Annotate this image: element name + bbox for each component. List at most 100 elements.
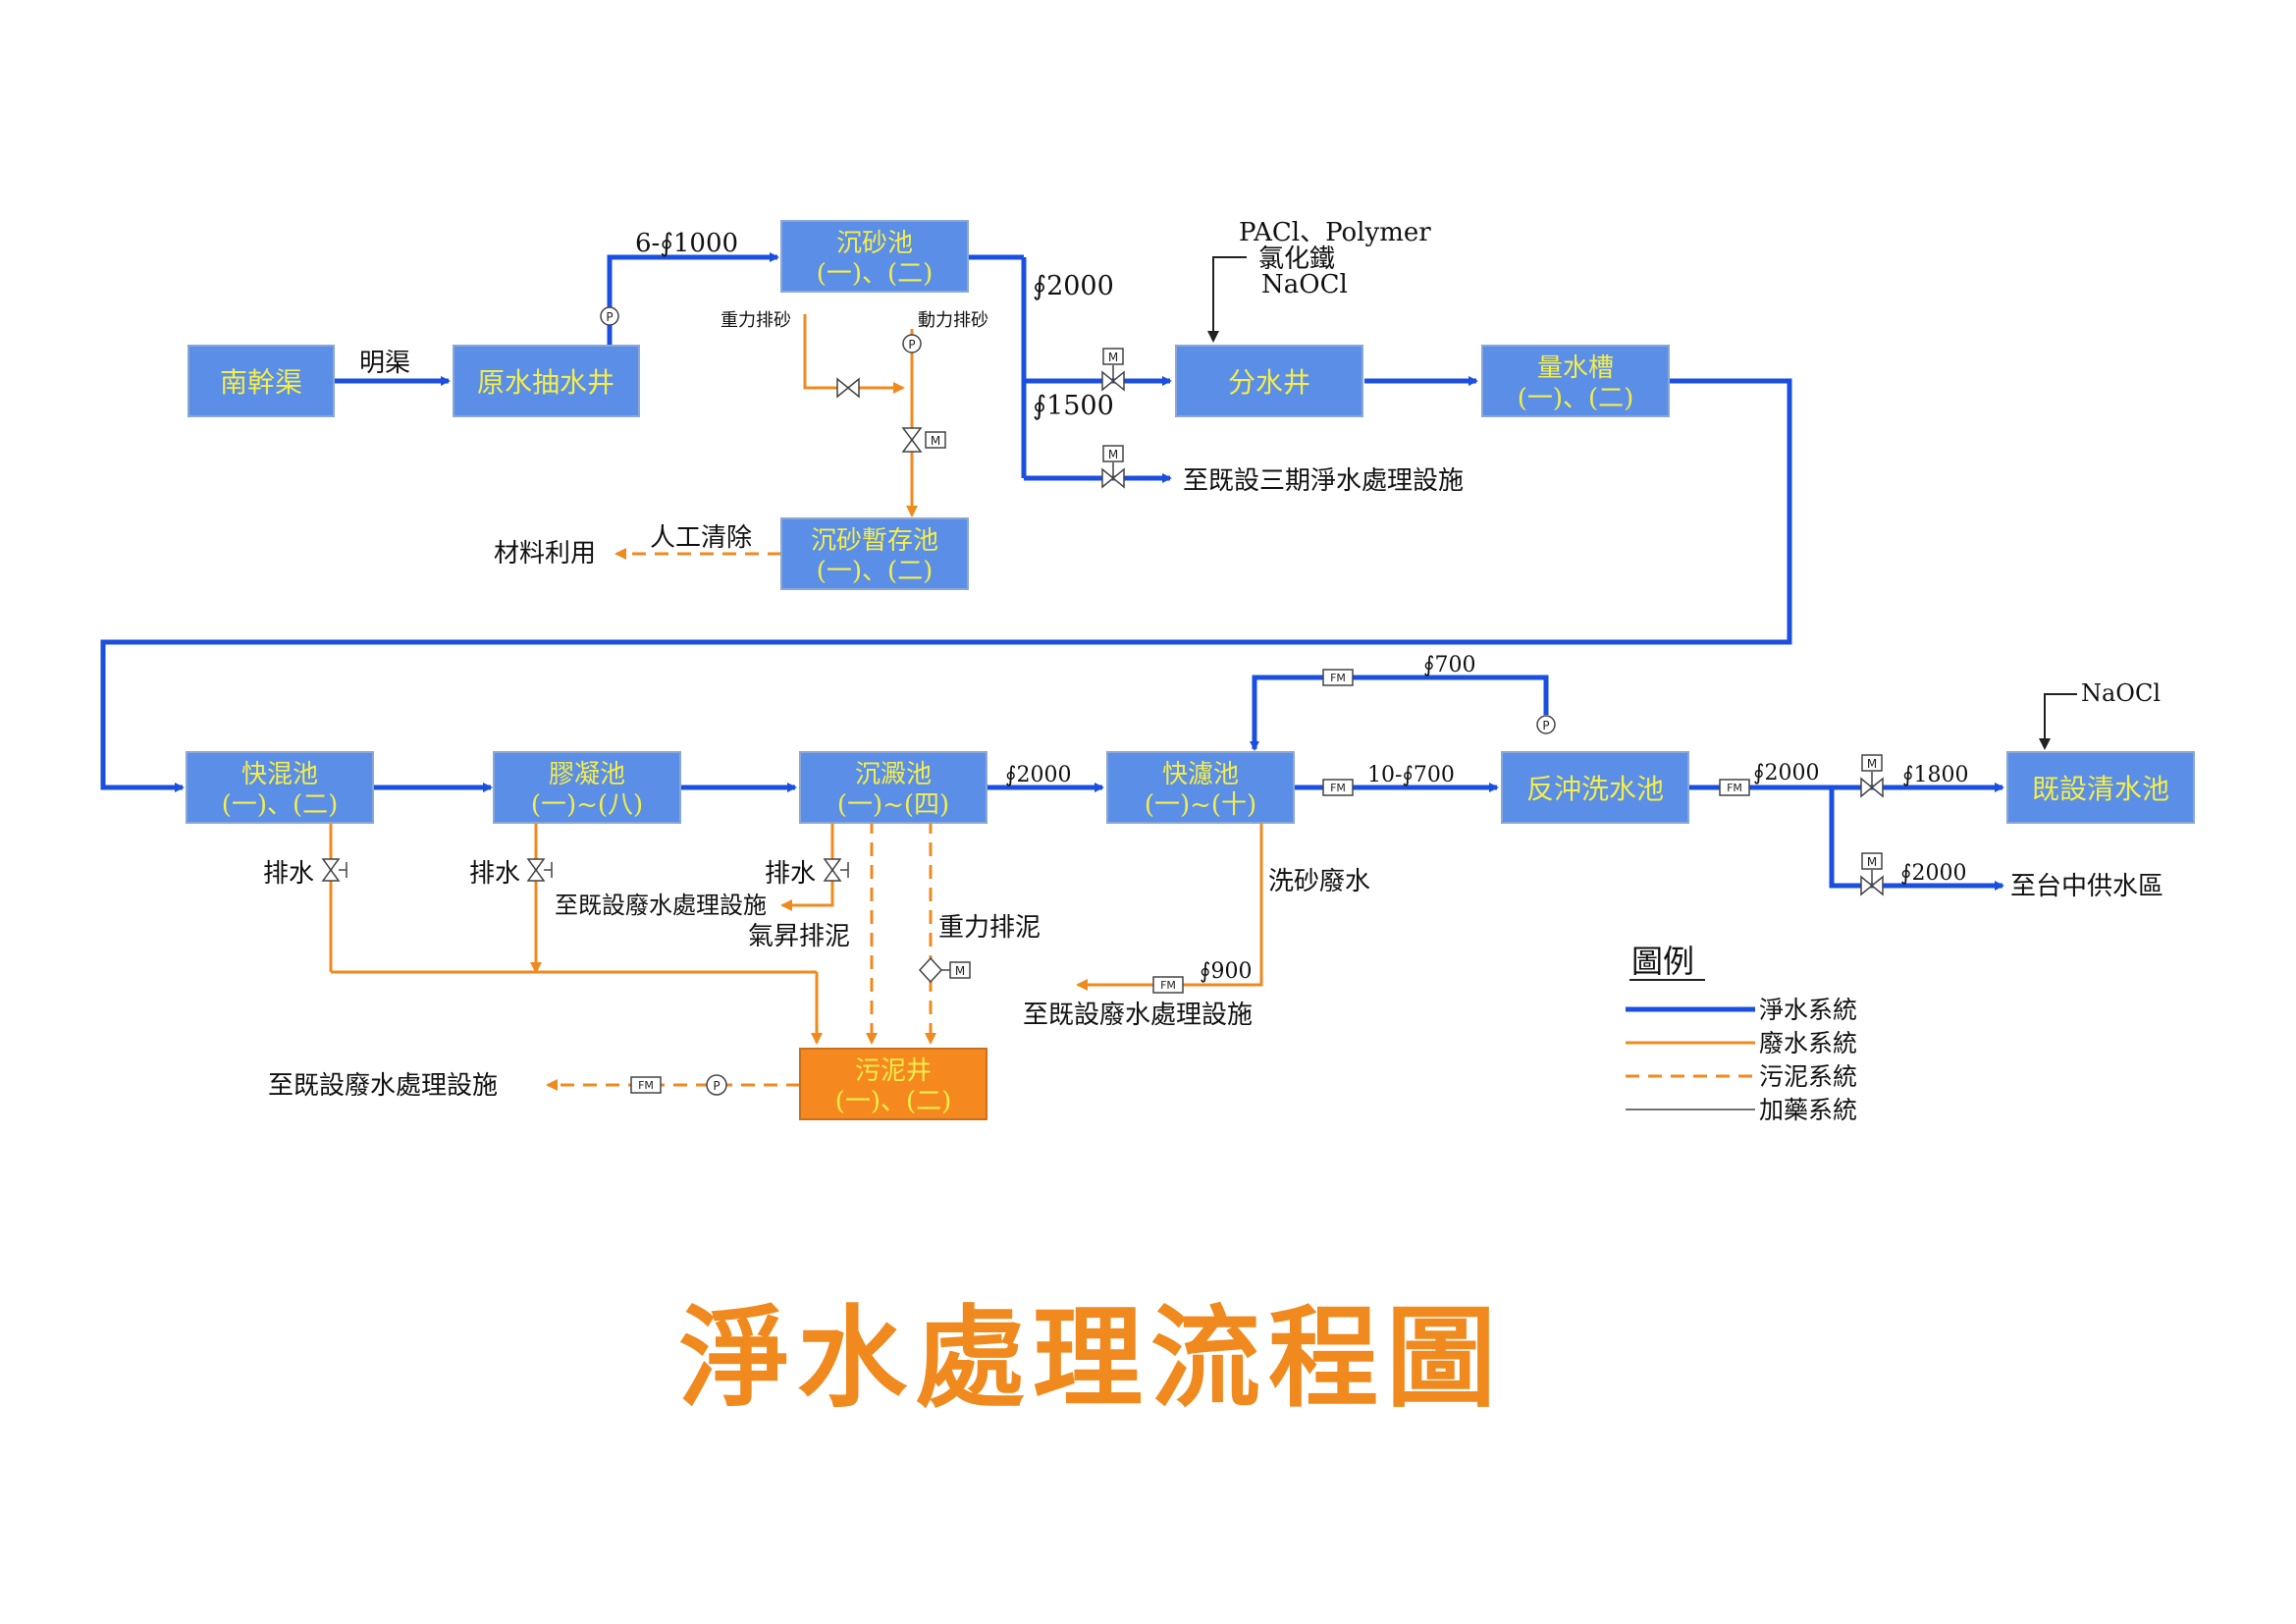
label-sand-wash-water: 洗砂廢水 [1268, 867, 1370, 896]
svg-text:FM: FM [1330, 672, 1346, 684]
legend-item-waste: 廢水系統 [1626, 1029, 1857, 1057]
label-gravity-grit: 重力排砂 [721, 310, 791, 331]
labels: 明渠 6-∮1000 ∮2000 ∮1500 重力排砂 動力排砂 PACl、Po… [263, 218, 2163, 1101]
motorized-valve-icon: M [1101, 348, 1125, 392]
legend-label: 污泥系統 [1759, 1062, 1857, 1091]
node-clear-well: 既設清水池 [2006, 751, 2195, 824]
label-destination: 至既設三期淨水處理設施 [1183, 466, 1464, 496]
node-label: 分水井 [1228, 366, 1310, 399]
node-rapid-mix: 快混池 (一)、(二) [186, 751, 374, 824]
svg-text:P: P [713, 1079, 720, 1093]
node-sludge-well: 污泥井 (一)、(二) [799, 1048, 988, 1120]
svg-text:M: M [955, 964, 965, 978]
svg-text:FM: FM [1330, 782, 1346, 794]
svg-text:FM: FM [1727, 782, 1742, 794]
label-drain: 排水 [263, 859, 314, 889]
label-gravity-sludge: 重力排泥 [938, 913, 1041, 943]
svg-text:M: M [1108, 448, 1118, 461]
node-label: 既設清水池 [2032, 773, 2169, 805]
node-label: 快混池 [241, 760, 318, 789]
svg-text:M: M [1867, 855, 1877, 869]
motorized-valve-icon: M [918, 956, 971, 984]
label-chemicals: NaOCl [2081, 679, 2161, 707]
waste-system-lines [329, 314, 1263, 1045]
label-pipe: 6-∮1000 [635, 229, 738, 258]
node-label: 膠凝池 [549, 760, 625, 789]
legend-label: 廢水系統 [1759, 1029, 1857, 1057]
legend-item-chemical: 加藥系統 [1626, 1096, 1857, 1124]
label-pipe: ∮2000 [1005, 763, 1071, 787]
node-sublabel: (一)~(八) [531, 790, 643, 820]
svg-text:M: M [1108, 351, 1118, 364]
legend: 圖例 淨水系統 廢水系統 污泥系統 加藥系統 [1626, 943, 1857, 1124]
legend-label: 加藥系統 [1759, 1096, 1857, 1124]
flow-meter-icon: FM [1322, 669, 1354, 686]
legend-item-water: 淨水系統 [1626, 996, 1857, 1024]
node-flocculation: 膠凝池 (一)~(八) [493, 751, 681, 824]
flow-meter-icon: FM [1719, 779, 1750, 796]
node-sublabel: (一)、(二) [222, 790, 339, 820]
label-pipe: ∮900 [1200, 959, 1252, 984]
sludge-system-lines [546, 548, 936, 1091]
motorized-valve-icon: M [1101, 445, 1125, 489]
motorized-valve-icon: M [1860, 852, 1884, 896]
node-sublabel: (一)~(四) [837, 790, 949, 820]
svg-text:M: M [1867, 757, 1877, 771]
label-drain: 排水 [469, 859, 520, 889]
label-pipe: ∮2000 [1900, 861, 1966, 886]
pump-icon: P [706, 1074, 727, 1096]
node-label: 沉澱池 [855, 760, 932, 789]
node-measuring-tank: 量水槽 (一)、(二) [1481, 345, 1670, 417]
page-title: 淨水處理流程圖 [679, 1294, 1504, 1423]
svg-text:P: P [606, 310, 613, 324]
label-pipe: 10-∮700 [1367, 763, 1455, 787]
drain-valve-icon [526, 858, 553, 882]
node-label: 南幹渠 [220, 366, 302, 399]
svg-text:P: P [1542, 719, 1549, 732]
legend-title: 圖例 [1631, 943, 1694, 980]
node-grit-storage: 沉砂暫存池 (一)、(二) [780, 517, 969, 590]
legend-item-sludge: 污泥系統 [1626, 1062, 1857, 1091]
motorized-valve-icon: M [901, 427, 946, 453]
node-label: 沉砂暫存池 [811, 526, 938, 556]
label-power-grit: 動力排砂 [918, 310, 988, 331]
label-drain: 排水 [765, 859, 816, 889]
pump-icon: P [1536, 715, 1556, 734]
drain-valve-icon [823, 858, 849, 882]
node-grit-chamber: 沉砂池 (一)、(二) [780, 220, 969, 293]
flow-meter-icon: FM [1152, 976, 1184, 994]
label-chemicals: NaOCl [1261, 270, 1348, 299]
flow-meter-icon: FM [1322, 779, 1354, 796]
label-destination: 至台中供水區 [2010, 872, 2163, 901]
node-sublabel: (一)、(二) [817, 259, 934, 289]
node-sublabel: (一)、(二) [1518, 384, 1634, 413]
label-material-reuse: 材料利用 [494, 539, 596, 568]
label-chemicals: PACl、Polymer [1239, 218, 1431, 247]
legend-label: 淨水系統 [1759, 996, 1857, 1024]
node-label: 沉砂池 [836, 229, 913, 258]
node-sublabel: (一)、(二) [817, 557, 934, 586]
label-destination: 至既設廢水處理設施 [268, 1071, 498, 1101]
motorized-valve-icon: M [1860, 754, 1884, 798]
node-sedimentation: 沉澱池 (一)~(四) [799, 751, 988, 824]
svg-text:P: P [908, 338, 915, 352]
node-label: 快濾池 [1162, 760, 1239, 789]
svg-text:FM: FM [638, 1079, 654, 1092]
node-sublabel: (一)~(十) [1145, 790, 1256, 820]
label-air-lift: 氣昇排泥 [748, 922, 850, 951]
label-pipe: ∮1800 [1902, 763, 1968, 787]
label-open-channel: 明渠 [359, 349, 410, 378]
node-distribution-well: 分水井 [1175, 345, 1363, 417]
label-chemicals: 氯化鐵 [1258, 244, 1335, 274]
node-raw-pump-well: 原水抽水井 [453, 345, 640, 417]
label-pipe: ∮700 [1423, 653, 1475, 677]
pump-icon: P [600, 306, 619, 326]
svg-text:FM: FM [1160, 979, 1176, 992]
label-destination: 至既設廢水處理設施 [1023, 1001, 1253, 1030]
flow-meter-icon: FM [630, 1076, 662, 1094]
label-destination: 至既設廢水處理設施 [555, 892, 767, 919]
node-backwash-tank: 反沖洗水池 [1501, 751, 1689, 824]
node-sublabel: (一)、(二) [835, 1087, 952, 1116]
svg-text:M: M [931, 434, 940, 448]
